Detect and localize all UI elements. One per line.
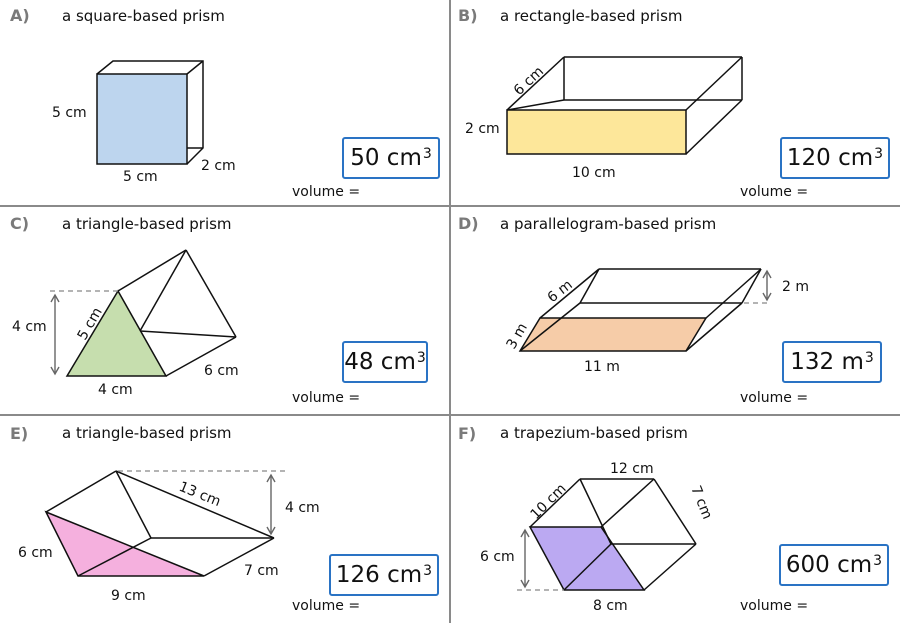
square-prism-diagram: 5 cm 5 cm 2 cm [52, 60, 236, 185]
height-arrow [50, 293, 60, 376]
length-label: 6 cm [204, 363, 239, 379]
base-label: 9 cm [111, 588, 146, 604]
volume-label: volume = [740, 598, 809, 614]
length-label: 7 cm [244, 563, 279, 579]
height-label: 4 cm [285, 500, 320, 516]
answer-value: 132 [790, 349, 835, 375]
front-face [528, 526, 646, 591]
answer-unit: cm [837, 552, 873, 578]
front-face [65, 289, 168, 377]
answer-value: 48 [344, 349, 374, 375]
panel-title: a parallelogram-based prism [500, 215, 717, 233]
answer-exponent: 3 [422, 146, 432, 162]
right-label: 7 cm [687, 484, 715, 522]
height-label: 6 cm [480, 549, 515, 565]
prism-edges [117, 249, 237, 377]
height-arrow [520, 528, 530, 589]
triangle-prism-diagram-2: 4 cm 13 cm 6 cm 9 cm 7 cm [18, 470, 320, 604]
answer-exponent: 3 [423, 563, 433, 579]
answer-unit: cm [380, 349, 416, 375]
answer-exponent: 3 [864, 350, 874, 366]
answer-exponent: 3 [874, 146, 884, 162]
base-label: 8 cm [593, 598, 628, 614]
front-face [506, 109, 687, 155]
panel-title: a trapezium-based prism [500, 424, 688, 442]
base-label: 4 cm [98, 382, 133, 398]
panel-letter: B) [458, 6, 478, 25]
volume-label: volume = [740, 390, 809, 406]
slant-label: 13 cm [177, 479, 223, 510]
prism-edges [45, 470, 275, 577]
panel-letter: A) [10, 6, 30, 25]
front-face [96, 73, 188, 165]
volume-label: volume = [292, 598, 361, 614]
front-face [518, 317, 708, 352]
volume-label: volume = [292, 390, 361, 406]
panel-title: a triangle-based prism [62, 215, 232, 233]
answer-unit: m [841, 349, 864, 375]
panel-title: a rectangle-based prism [500, 7, 683, 25]
horizontal-divider-2 [0, 414, 900, 416]
panel-d: D) a parallelogram-based prism 2 m 6 m [451, 207, 900, 414]
triangle-prism-diagram: 4 cm 5 cm 4 cm 6 cm [12, 249, 239, 398]
answer-value: 600 [785, 552, 830, 578]
panel-e: E) a triangle-based prism 4 cm 13 cm 6 c… [0, 416, 449, 623]
answer-exponent: 3 [416, 350, 426, 366]
height-arrow [266, 473, 276, 536]
vertical-divider [449, 0, 451, 623]
answer-exponent: 3 [873, 553, 883, 569]
prism-edges [519, 268, 762, 352]
panel-letter: D) [458, 214, 479, 233]
slant-label: 10 cm [528, 481, 570, 523]
prism-edges [506, 56, 743, 155]
panel-f: F) a trapezium-based prism 6 cm 12 cm [451, 416, 900, 623]
answer-unit: cm [838, 145, 874, 171]
panel-b: B) a rectangle-based prism 6 cm 2 cm 10 … [451, 0, 900, 205]
panel-c: C) a triangle-based prism 4 cm 5 cm 4 cm… [0, 207, 449, 414]
base-label: 11 m [584, 359, 620, 375]
panel-letter: E) [10, 424, 29, 443]
panel-title: a square-based prism [62, 7, 225, 25]
answer-unit: cm [386, 145, 422, 171]
volume-label: volume = [292, 184, 361, 200]
trapezium-prism-diagram: 6 cm 12 cm 10 cm 7 cm 8 cm [480, 461, 715, 614]
panel-title: a triangle-based prism [62, 424, 232, 442]
height-label: 4 cm [12, 319, 47, 335]
depth-label: 6 cm [511, 64, 547, 99]
answer-unit: cm [387, 562, 423, 588]
answer-value: 120 [786, 145, 831, 171]
panel-a: A) a square-based prism 5 cm 5 cm 2 cm 5… [0, 0, 449, 205]
answer-value: 126 [335, 562, 380, 588]
depth-label: 2 cm [201, 158, 236, 174]
prism-edges [96, 60, 204, 165]
horizontal-divider-1 [0, 205, 900, 207]
front-face [44, 510, 205, 577]
height-label: 2 cm [465, 121, 500, 137]
height-label: 5 cm [52, 105, 87, 121]
width-label: 10 cm [572, 165, 616, 181]
height-arrow [762, 269, 772, 302]
height-label: 2 m [782, 279, 809, 295]
parallelogram-prism-diagram: 2 m 6 m 3 m 11 m [504, 268, 809, 375]
side-label: 6 cm [18, 545, 53, 561]
width-label: 5 cm [123, 169, 158, 185]
prism-edges [529, 478, 697, 591]
panel-letter: F) [458, 424, 477, 443]
top-label: 12 cm [610, 461, 654, 477]
volume-label: volume = [740, 184, 809, 200]
answer-value: 50 [350, 145, 380, 171]
rectangle-prism-diagram: 6 cm 2 cm 10 cm [465, 56, 743, 181]
panel-letter: C) [10, 214, 30, 233]
